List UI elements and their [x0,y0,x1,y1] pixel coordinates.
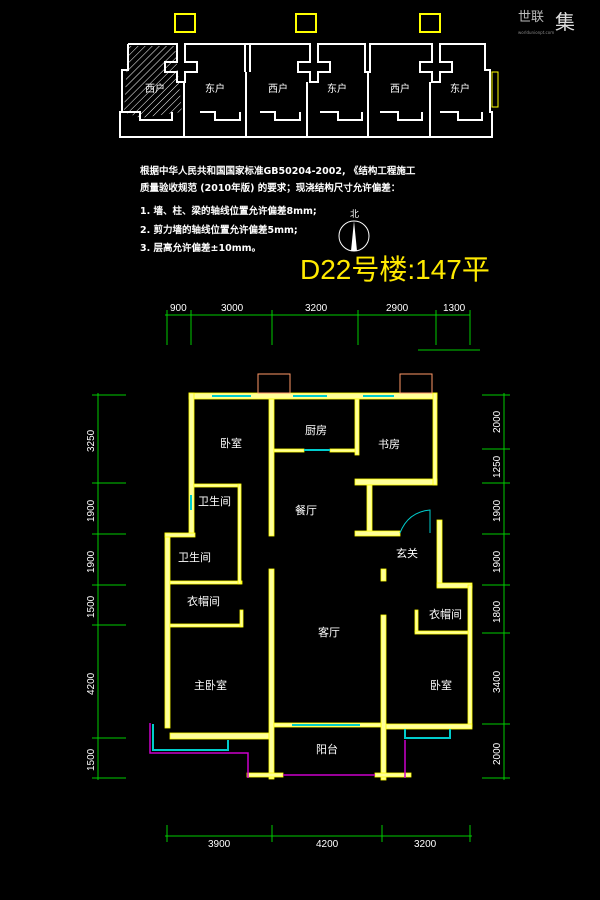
windows [152,395,451,751]
note-line: 根据中华人民共和国国家标准GB50204-2002, 《结构工程施工 [140,166,416,177]
unit-label: 东户 [205,82,225,95]
north-arrow-icon [338,220,370,252]
dim-top: 3200 [305,303,328,314]
ac-platform [257,373,291,394]
dim-right: 1250 [492,455,503,478]
room-balcony: 阳台 [316,742,338,756]
dim-top: 3000 [221,303,244,314]
watermark-mark: 集 [555,10,575,34]
dim-right: 2000 [492,410,503,433]
watermark-url: worldunionpt.com [518,30,555,35]
plan-title: D22号楼:147平 [300,254,490,285]
dim-bottom: 3200 [414,839,437,850]
stair-box-1 [174,13,196,33]
stair-box-3 [419,13,441,33]
dim-top: 900 [170,303,187,314]
dim-left: 1500 [86,595,97,618]
railings [149,723,406,778]
north-label: 北 [350,209,359,220]
unit-label: 西户 [268,82,288,95]
key-plan [119,13,499,138]
room-master-bedroom: 主卧室 [194,678,227,692]
dim-left: 4200 [86,672,97,695]
unit-label: 西户 [390,82,410,95]
dim-left: 3250 [86,429,97,452]
dim-right: 1900 [492,499,503,522]
room-bathroom: 卫生间 [178,550,211,564]
room-study: 书房 [378,438,400,451]
dim-left: 1500 [86,748,97,771]
note-line: 3. 层高允许偏差±10mm。 [140,243,262,254]
floor-plan-walls [164,392,473,781]
ac-platform [399,373,433,394]
door-swing-icon [399,509,431,534]
dim-right: 2000 [492,742,503,765]
unit-label: 东户 [327,82,347,95]
room-bathroom: 卫生间 [198,494,231,508]
dim-top: 1300 [443,303,466,314]
room-closet: 衣帽间 [187,594,220,608]
dim-bottom: 4200 [316,839,339,850]
unit-label: 东户 [450,82,470,95]
dim-right: 1800 [492,600,503,623]
note-line: 质量验收规范 (2010年版) 的要求；现浇结构尺寸允许偏差： [140,183,401,194]
watermark-brand: 世联 [518,10,545,25]
room-closet: 衣帽间 [429,607,462,621]
room-living: 客厅 [318,625,340,639]
room-bedroom: 卧室 [430,678,452,692]
room-kitchen: 厨房 [305,424,327,437]
note-line: 1. 墙、柱、梁的轴线位置允许偏差8mm; [140,206,317,217]
room-foyer: 玄关 [396,546,418,560]
room-bedroom: 卧室 [220,436,242,450]
dim-left: 1900 [86,499,97,522]
room-dining: 餐厅 [295,503,317,517]
note-line: 2. 剪力墙的轴线位置允许偏差5mm; [140,225,298,236]
dim-top: 2900 [386,303,409,314]
dimension-lines [92,310,510,842]
unit-label: 西户 [145,82,165,95]
dim-bottom: 3900 [208,839,231,850]
dim-right: 3400 [492,670,503,693]
dim-left: 1900 [86,550,97,573]
stair-box-2 [295,13,317,33]
dim-right: 1900 [492,550,503,573]
